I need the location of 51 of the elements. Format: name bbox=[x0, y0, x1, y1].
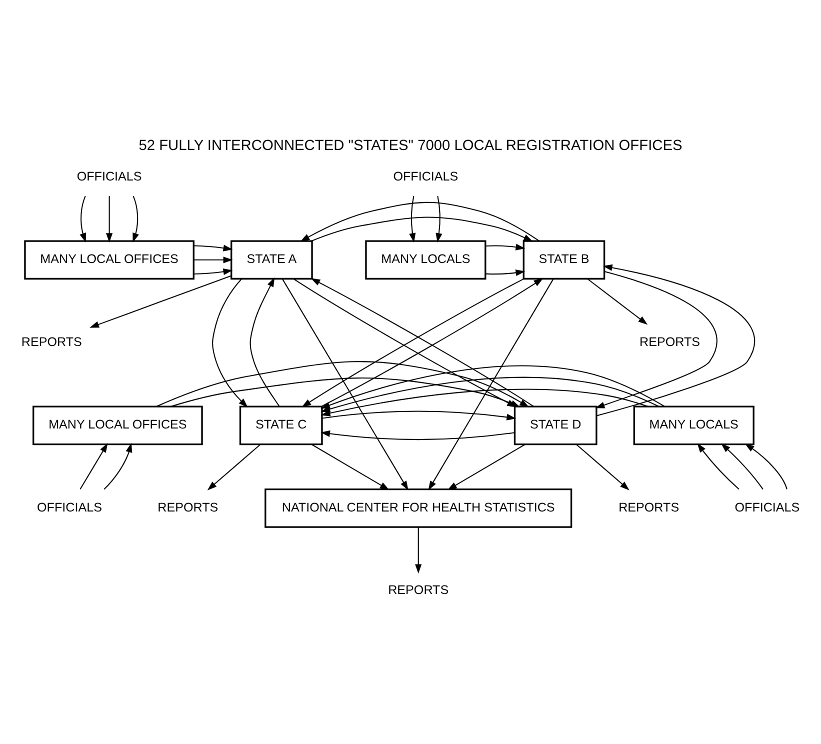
node-box: STATE C bbox=[239, 406, 323, 446]
arrow bbox=[587, 278, 648, 325]
node-text: REPORTS bbox=[21, 334, 82, 349]
node-text: REPORTS bbox=[388, 583, 449, 598]
arrow bbox=[409, 196, 416, 243]
arrow bbox=[415, 527, 422, 574]
node-text: OFFICIALS bbox=[37, 500, 102, 514]
diagram-title: 52 FULLY INTERCONNECTED "STATES" 7000 LOCAL REGISTRATION OFFICES bbox=[138, 138, 682, 154]
arrow bbox=[320, 430, 515, 440]
arrow bbox=[250, 277, 280, 407]
node-text: REPORTS bbox=[640, 334, 700, 349]
arrow bbox=[436, 196, 442, 243]
arrow bbox=[744, 443, 788, 490]
node-box: MANY LOCAL OFFICES bbox=[32, 406, 203, 446]
arrow bbox=[311, 444, 390, 490]
arrow bbox=[132, 196, 139, 242]
arrow bbox=[104, 442, 132, 490]
node-box: NATIONAL CENTER FOR HEALTH STATISTICS bbox=[264, 488, 572, 528]
arrow bbox=[80, 443, 108, 490]
arrow bbox=[596, 264, 755, 416]
node-text: OFFICIALS bbox=[734, 500, 800, 514]
arrow bbox=[194, 268, 233, 275]
arrow bbox=[194, 244, 233, 252]
arrow bbox=[282, 278, 408, 490]
node-text: OFFICIALS bbox=[76, 169, 142, 184]
arrow bbox=[428, 278, 554, 490]
arrow bbox=[207, 444, 261, 490]
arrow bbox=[697, 443, 740, 490]
arrow bbox=[486, 269, 526, 276]
arrow bbox=[576, 444, 630, 490]
arrow bbox=[80, 196, 86, 242]
node-box: MANY LOCAL OFFICES bbox=[24, 240, 194, 280]
arrow bbox=[322, 410, 516, 420]
node-box: STATE B bbox=[522, 240, 606, 280]
arrow bbox=[194, 256, 233, 264]
node-text: REPORTS bbox=[618, 500, 680, 514]
arrow bbox=[595, 270, 718, 408]
node-box: STATE D bbox=[514, 406, 598, 446]
node-text: OFFICIALS bbox=[393, 169, 458, 184]
arrow bbox=[311, 216, 534, 242]
arrow bbox=[486, 244, 526, 250]
node-box: MANY LOCALS bbox=[365, 240, 486, 280]
node-box: STATE A bbox=[230, 240, 313, 280]
arrow bbox=[720, 443, 764, 490]
arrow bbox=[300, 202, 540, 242]
arrow bbox=[106, 196, 113, 243]
arrow bbox=[90, 275, 232, 328]
arrow bbox=[212, 278, 248, 408]
node-text: REPORTS bbox=[158, 500, 218, 514]
node-box: MANY LOCALS bbox=[633, 406, 754, 446]
arrow bbox=[447, 444, 526, 490]
